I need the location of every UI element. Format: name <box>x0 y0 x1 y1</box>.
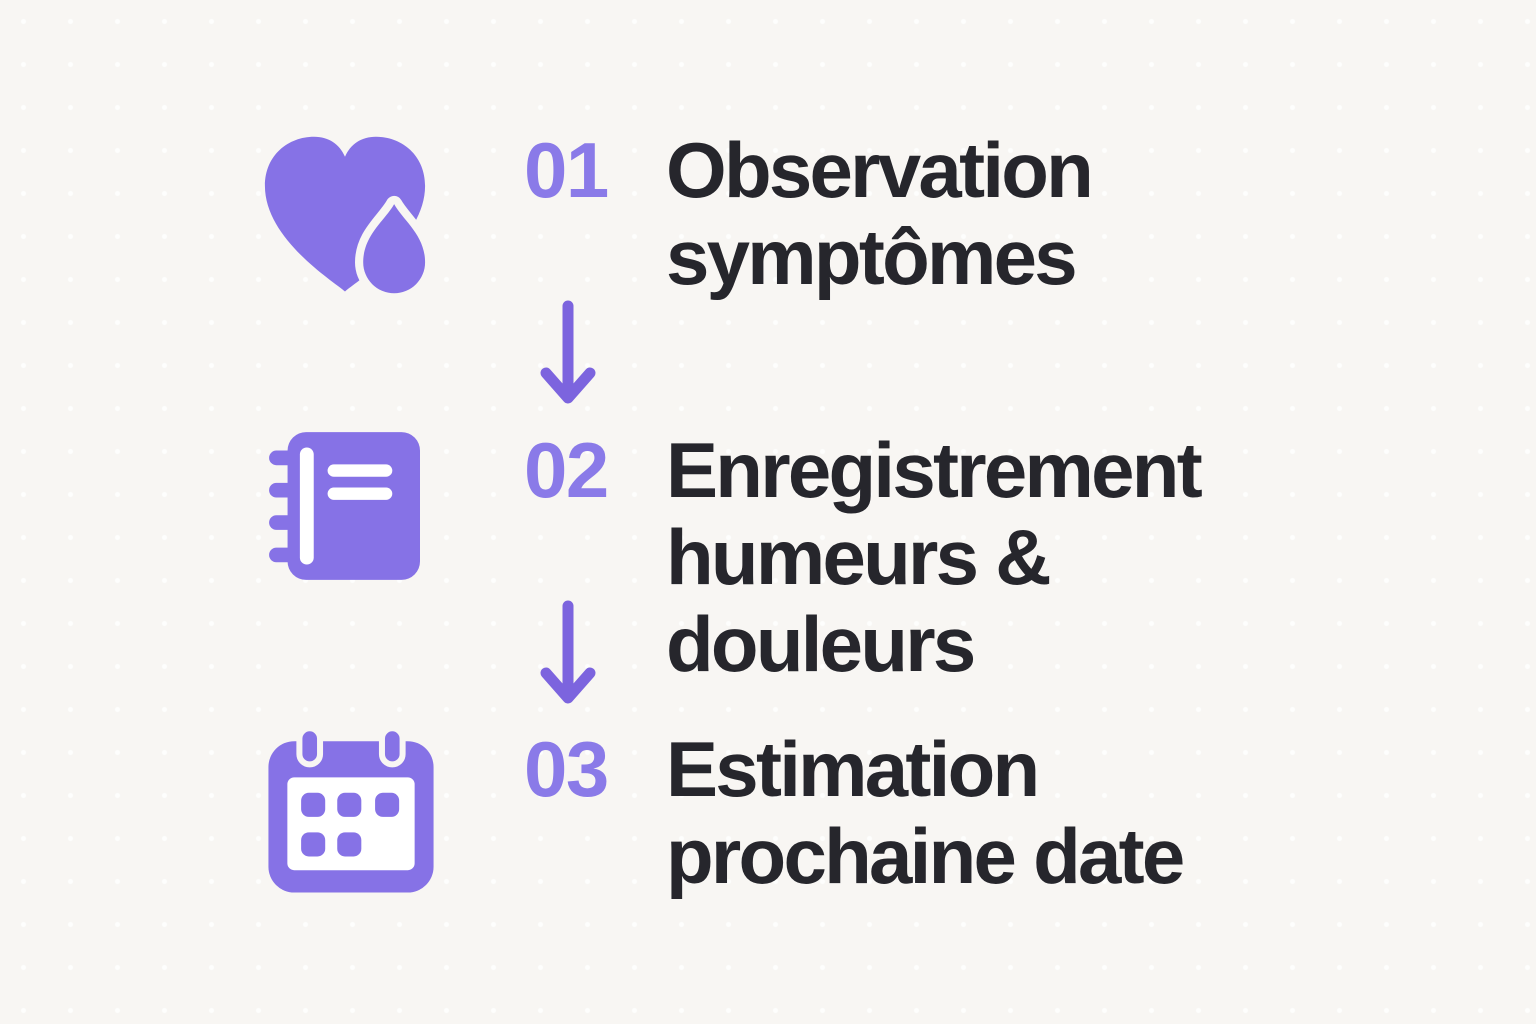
step-2-number: 02 <box>524 426 609 514</box>
step-1-number: 01 <box>524 126 609 214</box>
step-1-title-line-2: symptômes <box>666 213 1078 301</box>
step-3-title-line-2: prochaine date <box>666 812 1185 900</box>
step-1-title: Observation symptômes <box>666 126 1094 301</box>
step-1-title-line-1: Observation <box>666 126 1094 214</box>
step-2-title-line-3: douleurs <box>666 600 976 688</box>
notebook-icon <box>266 428 420 584</box>
step-2-title-line-1: Enregistrement <box>666 426 1203 514</box>
step-3-title-line-1: Estimation <box>666 725 1040 813</box>
arrow-down-icon <box>539 599 597 709</box>
step-3-number: 03 <box>524 725 609 813</box>
step-3-title: Estimation prochaine date <box>666 725 1185 900</box>
calendar-icon <box>264 724 438 896</box>
heart-droplet-icon <box>252 124 438 306</box>
arrow-down-icon <box>539 299 597 409</box>
step-2-title: Enregistrement humeurs & douleurs <box>666 426 1203 688</box>
step-2-title-line-2: humeurs & <box>666 513 1052 601</box>
